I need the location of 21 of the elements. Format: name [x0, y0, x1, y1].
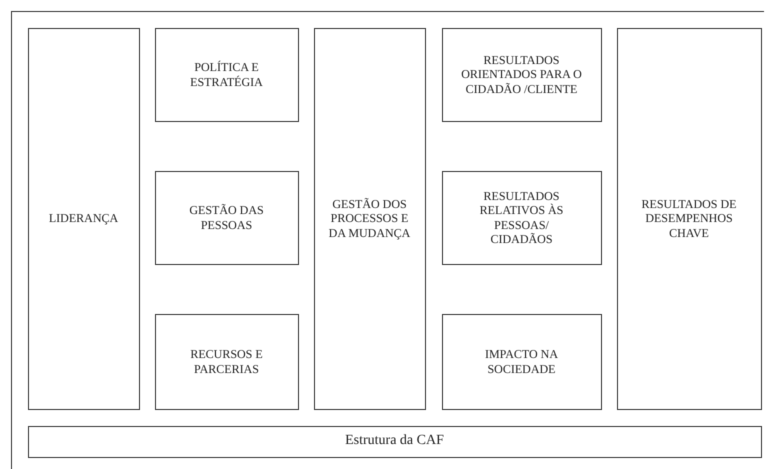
- box-label: GESTÃO DOS PROCESSOS E DA MUDANÇA: [328, 196, 412, 240]
- box-label: Estrutura da CAF: [345, 433, 444, 450]
- box-label: IMPACTO NA SOCIEDADE: [484, 347, 560, 376]
- criteria-box: [442, 170, 602, 264]
- criteria-box: [442, 28, 602, 122]
- box-label: RECURSOS E PARCERIAS: [189, 347, 264, 376]
- criteria-box: [616, 28, 762, 410]
- criteria-box: [28, 28, 140, 410]
- box-label: LIDERANÇA: [48, 211, 118, 226]
- frame-box: [11, 11, 764, 469]
- criteria-box: [442, 314, 602, 410]
- box-label: RESULTADOS RELATIVOS ÀS PESSOAS/ CIDADÃOS: [478, 188, 564, 246]
- box-label: RESULTADOS ORIENTADOS PARA O CIDADÃO /CLIENTE: [460, 52, 583, 96]
- box-label: GESTÃO DAS PESSOAS: [188, 203, 265, 232]
- criteria-box: [314, 28, 426, 410]
- title-bar: [28, 426, 762, 458]
- box-label: POLÍTICA E ESTRATÉGIA: [189, 60, 264, 89]
- criteria-box: [154, 314, 298, 410]
- criteria-box: [154, 170, 298, 264]
- box-label: RESULTADOS DE DESEMPENHOS CHAVE: [640, 196, 738, 240]
- criteria-box: [154, 28, 298, 122]
